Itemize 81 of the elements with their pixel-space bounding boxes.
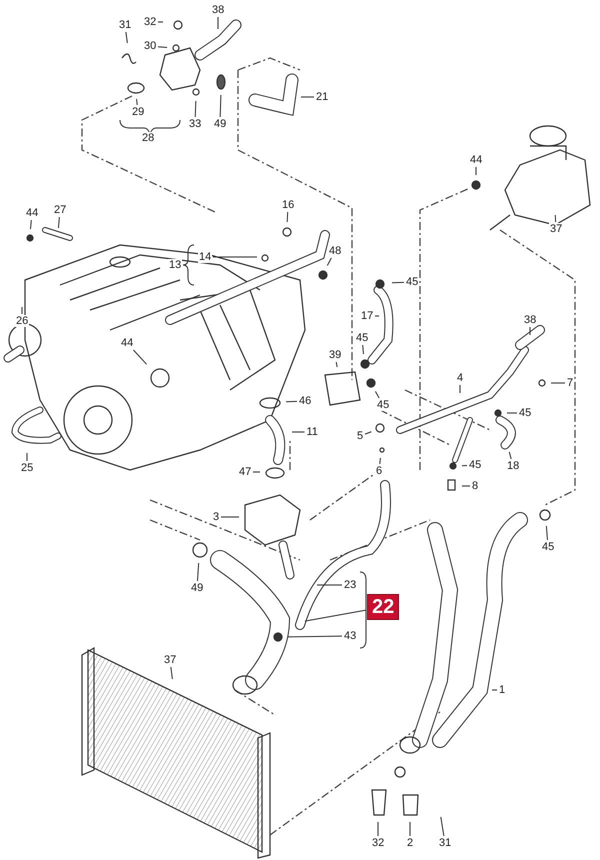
callout-number: 22 <box>367 594 400 620</box>
callout-number: 44 <box>120 337 134 349</box>
callout-number: 47 <box>238 466 252 478</box>
leader-line <box>336 362 338 368</box>
callout-number: 49 <box>213 118 228 130</box>
callout-number: 32 <box>143 16 158 28</box>
callout-number: 14 <box>198 251 212 263</box>
leader-line <box>125 32 128 44</box>
leader-line <box>362 344 364 355</box>
callout-number: 38 <box>523 314 538 326</box>
leader-line <box>220 516 240 518</box>
callout-number: 30 <box>143 40 158 52</box>
callout-number: 17 <box>360 310 374 322</box>
callout-number: 45 <box>405 276 420 288</box>
callout-number: 39 <box>328 349 342 361</box>
leader-line <box>440 816 444 836</box>
leader-line <box>288 636 342 638</box>
leader-line <box>374 390 380 398</box>
callout-number: 16 <box>281 199 296 211</box>
callout-number: 45 <box>376 399 390 411</box>
leader-line <box>30 220 32 230</box>
leader-line <box>316 584 342 586</box>
leader-line <box>286 212 288 222</box>
callout-number: 33 <box>188 118 202 130</box>
leader-line <box>506 412 518 414</box>
leader-line <box>194 100 196 118</box>
leader-line <box>364 431 372 435</box>
leader-line <box>304 610 366 622</box>
callout-number: 1 <box>498 684 506 696</box>
leader-line <box>550 382 566 384</box>
callout-number: 6 <box>375 465 384 477</box>
callout-number: 45 <box>468 459 482 471</box>
callout-number: 44 <box>25 207 40 219</box>
callout-number: 46 <box>298 395 312 407</box>
leader-line <box>212 256 258 258</box>
callout-number: 32 <box>371 837 386 849</box>
callout-number: 45 <box>541 541 556 553</box>
leader-line <box>286 400 298 402</box>
leader-line <box>26 452 28 462</box>
callout-number: 37 <box>549 223 564 235</box>
callout-number: 26 <box>15 315 30 327</box>
leader-line <box>132 350 148 365</box>
callout-number: 23 <box>343 579 358 591</box>
leader-line <box>300 96 314 98</box>
callout-number: 49 <box>190 582 204 594</box>
leader-line <box>546 525 548 540</box>
leader-line <box>462 464 468 466</box>
callout-number: 28 <box>141 132 156 144</box>
callout-number: 5 <box>356 430 364 442</box>
callout-number: 31 <box>438 837 452 849</box>
callout-number: 13 <box>168 259 182 271</box>
callout-number: 27 <box>53 204 68 216</box>
callout-number: 43 <box>343 630 358 642</box>
leader-line <box>220 94 222 118</box>
leader-line <box>392 282 404 284</box>
callout-number: 45 <box>518 407 532 419</box>
leader-line <box>170 666 173 680</box>
leader-line <box>136 98 138 106</box>
callout-number: 21 <box>315 91 330 103</box>
callout-number: 8 <box>471 480 480 492</box>
callout-number: 45 <box>355 332 370 344</box>
leader-line <box>326 258 332 266</box>
leader-line <box>379 457 381 464</box>
callout-number: 3 <box>212 511 220 523</box>
callout-number: 29 <box>131 106 146 118</box>
leader-line <box>508 451 512 460</box>
leader-line <box>554 214 556 222</box>
callout-number: 31 <box>118 19 132 31</box>
callout-number: 37 <box>163 654 178 666</box>
callout-number: 44 <box>469 154 484 166</box>
callout-number: 25 <box>20 462 34 474</box>
leader-line <box>196 562 200 582</box>
callout-number: 4 <box>456 372 464 384</box>
callout-number: 7 <box>566 377 574 389</box>
callout-number: 2 <box>406 837 414 849</box>
callout-number: 48 <box>328 245 342 257</box>
leader-line <box>58 216 60 229</box>
callout-number: 18 <box>506 460 520 472</box>
callout-number: 38 <box>211 4 226 16</box>
callout-number: 11 <box>306 426 319 438</box>
leader-line <box>158 46 168 48</box>
